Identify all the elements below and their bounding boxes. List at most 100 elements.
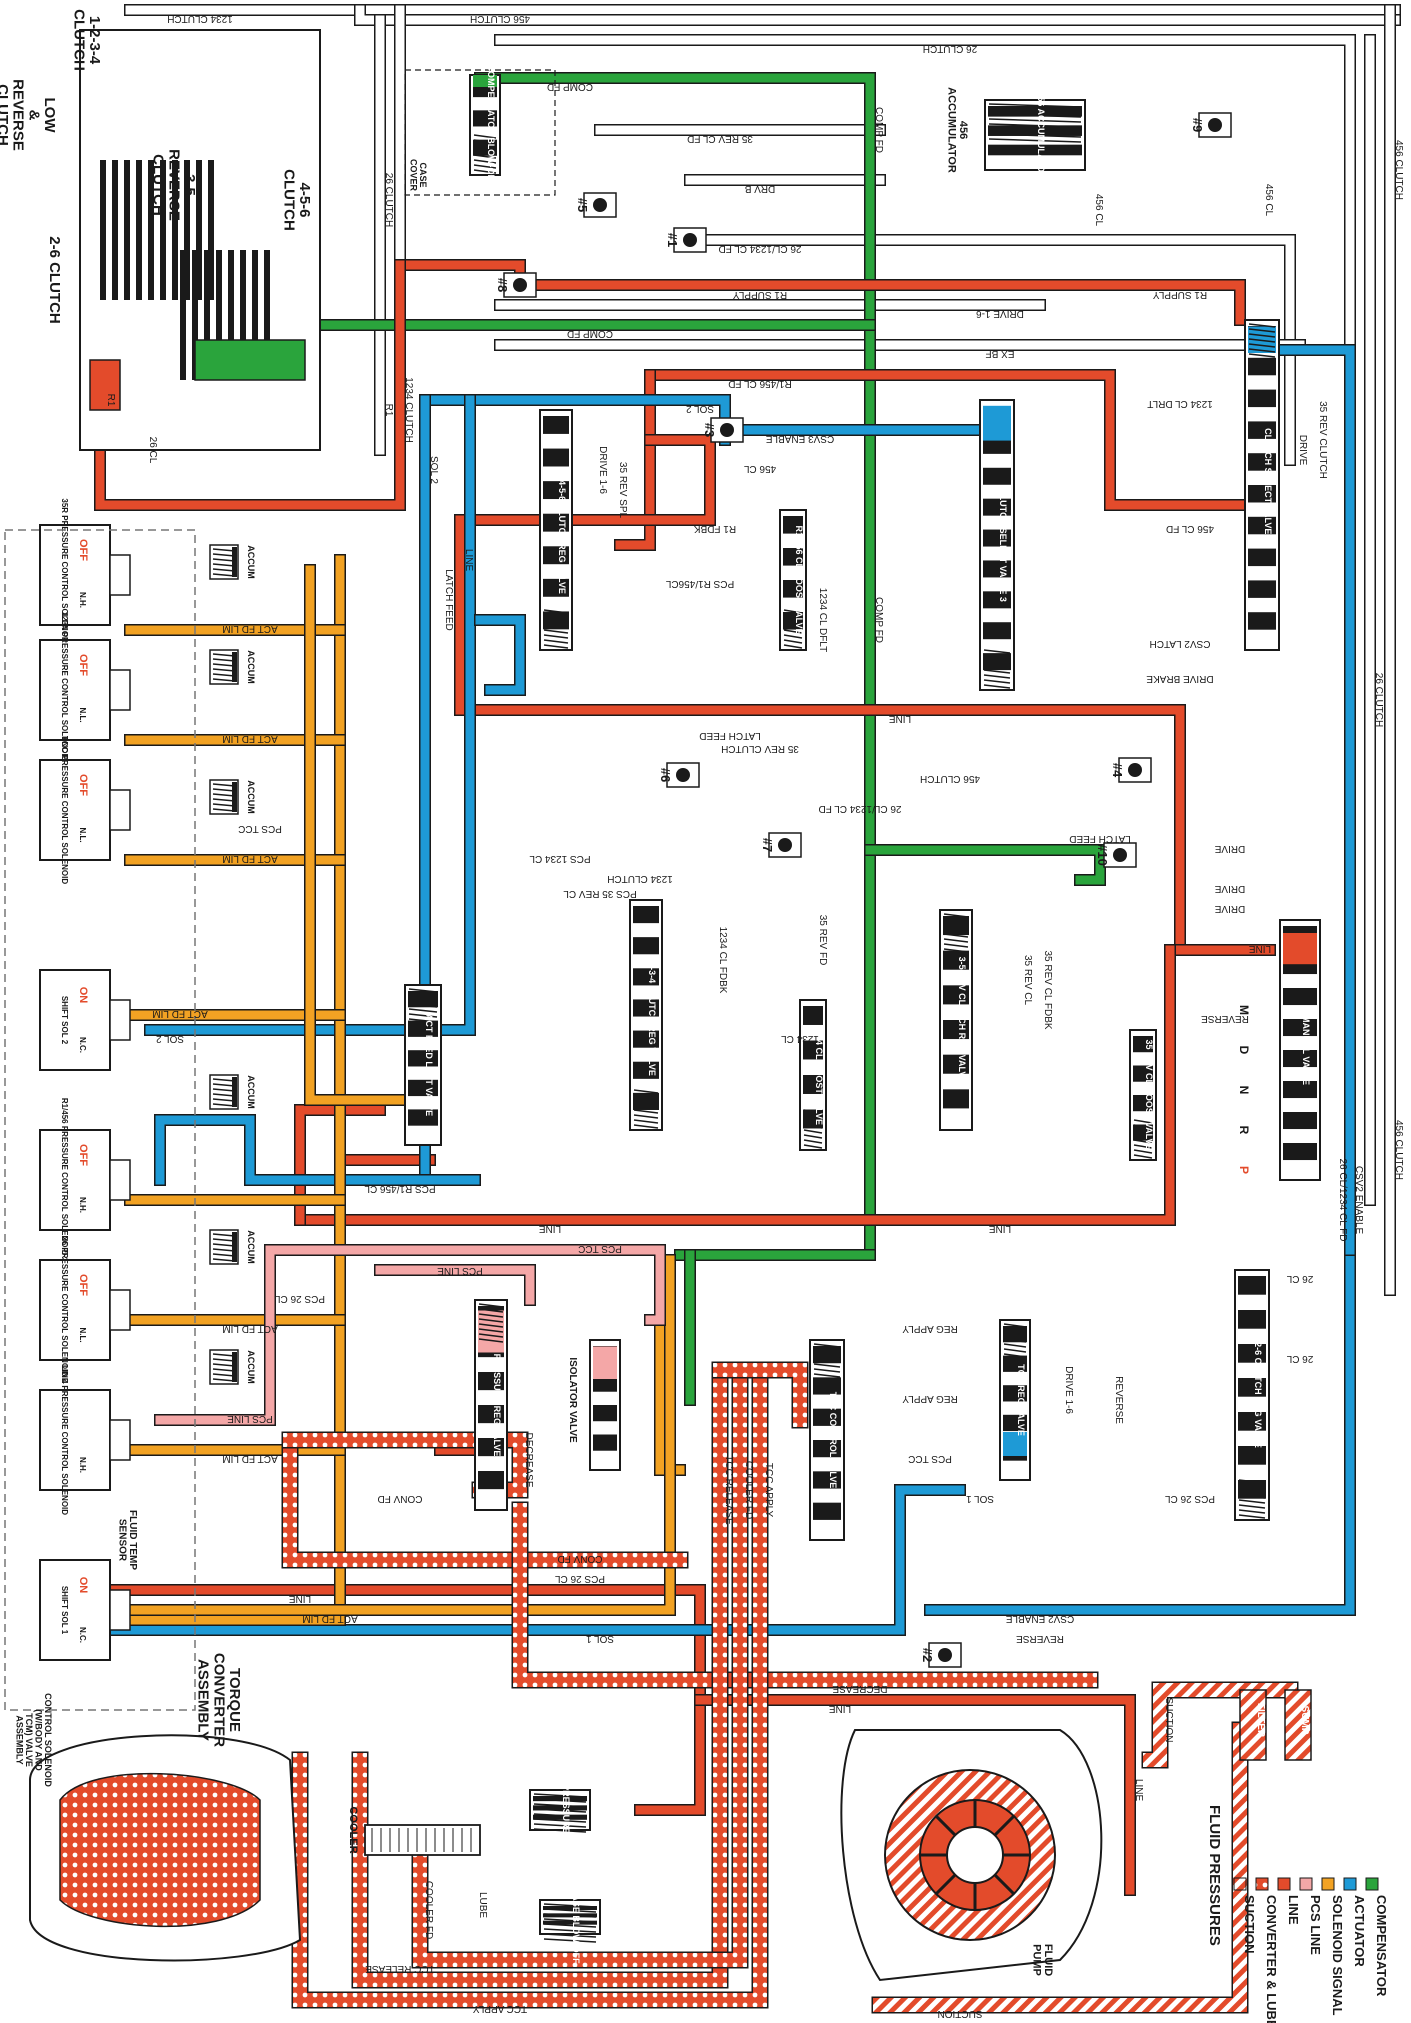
solenoid-3: TCC PRESSURE CONTROL SOLENOID N.L. OFF <box>39 736 131 885</box>
accumulator-456: 456 ACCUMULATOR <box>984 91 1086 179</box>
check-ball-1: #1 <box>665 227 707 253</box>
accumulator-1: ACCUM <box>209 544 256 580</box>
check-ball-7-label: #7 <box>760 838 775 852</box>
fluid-pump <box>840 1729 1103 1982</box>
label-drive-v: DRIVE <box>1297 435 1308 466</box>
label-tcc-release-v: TCC RELEASE <box>723 1455 734 1525</box>
label-26-cl-2: 26 CL <box>1286 1353 1313 1364</box>
label-1234-cl-fdbk: 1234 CL FDBK <box>717 927 728 994</box>
valve-r1-boost-label: R1/456 CL BOOST VALVE <box>794 525 804 634</box>
label-456-clutch-right: 456 CLUTCH <box>1393 140 1404 200</box>
check-ball-2: #2 <box>920 1642 962 1668</box>
legend-swatch-pcs_line <box>1299 1877 1313 1891</box>
solenoid-8-state: ON <box>77 1577 89 1594</box>
solenoid-3-normal: N.L. <box>78 827 87 842</box>
check-ball-10-label: #10 <box>1095 844 1110 866</box>
passage-26cl-fd <box>674 234 1296 466</box>
valve-csv2-label: CLUTCH SELECT VALVE 2 <box>1263 428 1273 542</box>
label-456-clutch: 456 CLUTCH <box>920 773 980 784</box>
accumulator-3: ACCUM <box>209 779 256 815</box>
passage-pcs-r1-low <box>154 1114 481 1186</box>
solenoid-5-normal: N.H. <box>78 1197 87 1213</box>
label-isolator-valve: ISOLATOR VALVE <box>567 1357 578 1443</box>
passage-tcc-release <box>351 1361 729 1989</box>
label-sol1: SOL 1 <box>586 1633 614 1644</box>
label-r1-vertical: R1 <box>383 404 394 417</box>
solenoid-4-normal: N.C. <box>78 1037 87 1053</box>
solenoid-5-name: R1/456 PRESSURE CONTROL SOLENOID 3 <box>60 1098 69 1263</box>
label-456-cl-fd: 456 CL FD <box>1166 523 1214 534</box>
label-1234-cl-dflt: 1234 CL DRLT <box>1147 398 1213 409</box>
passage-line-mid <box>294 944 1176 1226</box>
prndm-r: R <box>1237 1126 1251 1135</box>
label-act-fd-lim-7: ACT FD LIM <box>302 1613 357 1624</box>
label-35-rev-cl-fdbk: 35 REV CL FDBK <box>1042 950 1053 1029</box>
legend-label-compensator: COMPENSATOR <box>1374 1895 1389 1997</box>
label-conv-fd-2: CONV FD <box>558 1553 603 1564</box>
accumulator-2: ACCUM <box>209 649 256 685</box>
valve-1234-boost-label: 1234 CL BOOST VALVE <box>814 1025 824 1125</box>
label-456-cl-v: 456 CL <box>1093 194 1104 227</box>
label-pcs-35-rev-cl: PCS 35 REV CL <box>563 888 637 899</box>
solenoid-6-normal: N.L. <box>78 1327 87 1342</box>
check-ball-6: #6 <box>658 762 700 788</box>
label-clutch-low-reverse: LOW&REVERSECLUTCH <box>0 79 58 151</box>
valve-manual-label: MANUAL VALVE <box>1301 1015 1311 1085</box>
label-comp-fd-vertical: COMP FD <box>873 107 884 153</box>
cooler <box>364 1824 481 1856</box>
solenoid-3-name: TCC PRESSURE CONTROL SOLENOID <box>60 736 69 885</box>
solenoid-1-normal: N.H. <box>78 592 87 608</box>
label-1234-clutch-top: 1234 CLUTCH <box>167 13 233 24</box>
passage-r1-456-fd <box>644 369 1246 511</box>
passage-actfd-lim-main <box>94 554 346 1626</box>
label-26-clutch-left: 26 CLUTCH <box>383 173 394 227</box>
passage-456-clutch-top <box>354 4 1401 26</box>
solenoid-4-name: SHIFT SOL 2 <box>60 996 69 1045</box>
solenoid-1-name: 35R PRESSURE CONTROL SOLENOID 2 <box>60 498 69 652</box>
label-reg-apply-2: REG APPLY <box>902 1393 958 1404</box>
check-ball-8: #8 <box>495 272 537 298</box>
label-comp-fd-mid: COMP FD <box>567 328 613 339</box>
label-lube: LUBE <box>477 1892 488 1918</box>
label-cooler-fd-v: COOLER FD <box>743 1461 754 1519</box>
label-35-rev-cl: 35 REV CL <box>1022 955 1033 1005</box>
label-pcs-tcc: PCS TCC <box>238 823 282 834</box>
passage-pcs-line-mid <box>374 1264 536 1306</box>
label-456-cl: 456 CL <box>743 463 776 474</box>
label-clutch-456: 4-5-6CLUTCH <box>280 169 313 231</box>
label-line-mid: LINE <box>539 1223 562 1234</box>
label-26-cl: 26 CL <box>1286 1273 1313 1284</box>
label-1234-cl: 1234 CL <box>781 1033 819 1044</box>
label-control-solenoid: CONTROL SOLENOID(W/BODY ANDTCM) VALVEASS… <box>15 1693 53 1787</box>
label-ex-bf-top: EX BF <box>986 348 1015 359</box>
accumulator-6-label: ACCUM <box>246 1350 256 1384</box>
label-pcs-26-cl-2: PCS 26 CL <box>555 1573 605 1584</box>
solenoid-3-state: OFF <box>77 774 89 796</box>
legend-swatch-line <box>1277 1877 1291 1891</box>
label-suction-bottom: SUCTION <box>938 2008 983 2019</box>
legend-swatch-converter_lube <box>1255 1877 1269 1891</box>
label-26-clutch-right: 26 CLUTCH <box>1373 673 1384 727</box>
label-26cl-left: 26 CL <box>147 437 158 464</box>
label-act-fd-lim-4: ACT FD LIM <box>152 1008 207 1019</box>
accumulator-5: ACCUM <box>209 1229 256 1265</box>
label-tcc-apply: TCC APPLY <box>473 2003 528 2014</box>
legend-label-line: LINE <box>1286 1895 1301 1925</box>
valve-r1-456: R1/4-5-6 CLUTCH REG VALVE <box>539 409 573 651</box>
legend-swatch-compensator <box>1365 1877 1379 1891</box>
passage-network <box>64 4 1401 2014</box>
valve-isolator <box>589 1339 621 1471</box>
check-ball-9: #9 <box>1190 112 1232 138</box>
valve-csv2: CLUTCH SELECT VALVE 2 <box>1244 319 1280 651</box>
solenoid-8: SHIFT SOL 1N.C.ON <box>39 1559 131 1661</box>
release-blowoff: RELEASE BLOW-OFF <box>539 1870 601 1964</box>
label-r1-supply: R1 SUPPLY <box>733 289 788 300</box>
label-filter: FILTER <box>1255 1703 1266 1738</box>
label-26cl-1234-fd-2: 26 CL/1234 CL FD <box>818 803 901 814</box>
valve-tcc-control-label: TCC CONTROL VALVE <box>828 1392 838 1489</box>
check-ball-4: #4 <box>1110 757 1152 783</box>
label-456-clutch-right-2: 456 CLUTCH <box>1393 1120 1404 1180</box>
legend-title: FLUID PRESSURES <box>1206 1805 1223 1946</box>
